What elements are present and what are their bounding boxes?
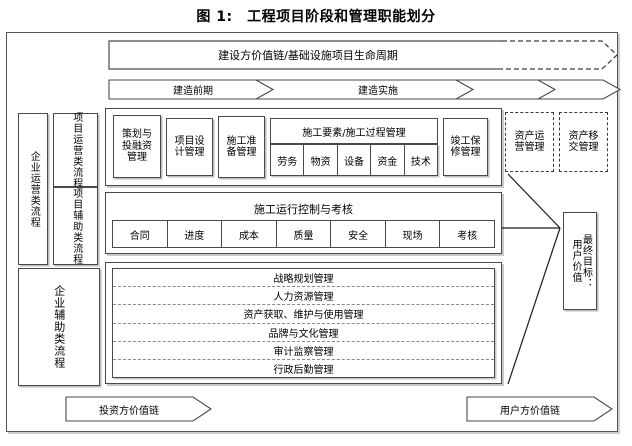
box-asset-operation: 资产运 营管理 xyxy=(505,112,554,172)
box-asset-transfer: 资产移 交管理 xyxy=(559,112,608,172)
support-item-asset-label: 资产获取、维护与使用管理 xyxy=(243,310,364,322)
box-completion-warranty-label: 竣工保 修管理 xyxy=(450,135,481,159)
investor-value-chain-label: 投资方价值链 xyxy=(99,405,159,417)
sidebar-enterprise-operation: 企业运营类流程 xyxy=(18,113,48,265)
control-item-schedule-label: 进度 xyxy=(184,230,205,242)
control-item-quality-label: 质量 xyxy=(293,230,314,242)
phase-label-construction: 建造实施 xyxy=(358,86,398,97)
construction-item-labor-label: 劳务 xyxy=(277,156,298,168)
construction-item-technology-label: 技术 xyxy=(410,156,431,168)
support-item-strategy: 战略规划管理 xyxy=(113,269,494,286)
goal-box: 最终目标： 用户价值 xyxy=(563,212,597,310)
control-item-safety: 安全 xyxy=(331,220,386,248)
lifecycle-banner: 建设方价值链/基础设施项目生命周期 xyxy=(108,40,623,70)
control-item-cost-label: 成本 xyxy=(238,230,259,242)
construction-item-materials-label: 物资 xyxy=(310,156,331,168)
lifecycle-banner-shape xyxy=(108,40,618,70)
construction-item-capital: 资金 xyxy=(371,144,405,176)
construction-group-title: 施工要素/施工过程管理 xyxy=(270,118,438,144)
support-item-audit: 审计监察管理 xyxy=(113,340,494,359)
control-item-site: 现场 xyxy=(385,220,441,248)
support-item-strategy-label: 战略规划管理 xyxy=(273,274,334,286)
user-value-chain-shape xyxy=(466,396,613,422)
box-construction-preparation-label: 施工准 备管理 xyxy=(226,135,257,159)
investor-value-chain-arrow: 投资方价值链 xyxy=(65,396,213,422)
support-processes-list: 战略规划管理 人力资源管理 资产获取、维护与使用管理 品牌与文化管理 审计监察管… xyxy=(112,268,495,378)
box-planning-financing: 策划与 投融资 管理 xyxy=(113,115,161,178)
box-planning-financing-label: 策划与 投融资 管理 xyxy=(122,129,152,164)
phase-band: 建造前期 建造实施 xyxy=(108,79,623,100)
phase-band-shape xyxy=(108,79,622,100)
support-item-brand: 品牌与文化管理 xyxy=(113,322,494,341)
sidebar-enterprise-operation-label: 企业运营类流程 xyxy=(28,150,40,228)
construction-group-items: 劳务 物资 设备 资金 技术 xyxy=(270,144,439,176)
control-item-assessment-label: 考核 xyxy=(457,230,478,242)
sidebar-project-operation-label: 项目运营类流程 xyxy=(70,111,82,189)
control-item-assessment: 考核 xyxy=(440,220,496,248)
sidebar-enterprise-support-label: 企业辅助类流程 xyxy=(52,285,66,369)
box-completion-warranty: 竣工保 修管理 xyxy=(443,118,488,176)
sidebar-project-support-label: 项目辅助类流程 xyxy=(70,187,82,265)
control-item-safety-label: 安全 xyxy=(348,230,369,242)
user-value-chain-arrow: 用户方价值链 xyxy=(466,396,614,422)
control-item-site-label: 现场 xyxy=(402,230,423,242)
figure-title: 图 1: 工程项目阶段和管理职能划分 xyxy=(196,9,436,25)
sidebar-project-support: 项目辅助类流程 xyxy=(53,187,98,265)
box-design-management: 项目设 计管理 xyxy=(166,118,213,176)
construction-item-equipment: 设备 xyxy=(337,144,372,176)
support-item-audit-label: 审计监察管理 xyxy=(273,346,334,358)
box-asset-transfer-label: 资产移 交管理 xyxy=(568,130,599,154)
sidebar-enterprise-support: 企业辅助类流程 xyxy=(18,268,100,386)
box-asset-operation-label: 资产运 营管理 xyxy=(514,130,545,154)
support-item-hr: 人力资源管理 xyxy=(113,286,494,304)
control-item-cost: 成本 xyxy=(222,220,277,248)
construction-group-title-label: 施工要素/施工过程管理 xyxy=(302,127,406,139)
user-value-chain-label: 用户方价值链 xyxy=(500,405,560,417)
support-item-admin-label: 行政后勤管理 xyxy=(273,364,334,376)
support-item-brand-label: 品牌与文化管理 xyxy=(268,328,339,340)
control-group-title-label: 施工运行控制与考核 xyxy=(254,203,353,216)
control-item-quality: 质量 xyxy=(276,220,332,248)
construction-item-equipment-label: 设备 xyxy=(344,156,365,168)
investor-value-chain-shape xyxy=(65,396,212,422)
phase-label-pre-construction: 建造前期 xyxy=(173,86,213,97)
lifecycle-banner-label: 建设方价值链/基础设施项目生命周期 xyxy=(218,49,398,62)
construction-item-capital-label: 资金 xyxy=(377,156,398,168)
support-item-admin: 行政后勤管理 xyxy=(113,358,494,377)
support-item-asset: 资产获取、维护与使用管理 xyxy=(113,304,494,322)
control-group-items: 合同 进度 成本 质量 安全 现场 考核 xyxy=(112,220,496,248)
goal-box-label: 最终目标： 用户价值 xyxy=(570,233,592,289)
construction-item-technology: 技术 xyxy=(404,144,439,176)
box-construction-preparation: 施工准 备管理 xyxy=(218,116,265,178)
support-item-hr-label: 人力资源管理 xyxy=(273,292,334,304)
sidebar-project-operation: 项目运营类流程 xyxy=(53,111,98,189)
control-item-schedule: 进度 xyxy=(167,220,223,248)
control-item-contract-label: 合同 xyxy=(129,230,150,242)
construction-item-labor: 劳务 xyxy=(270,144,305,176)
box-design-management-label: 项目设 计管理 xyxy=(174,135,205,159)
control-item-contract: 合同 xyxy=(112,220,168,248)
construction-item-materials: 物资 xyxy=(304,144,338,176)
control-group-title: 施工运行控制与考核 xyxy=(112,198,495,220)
